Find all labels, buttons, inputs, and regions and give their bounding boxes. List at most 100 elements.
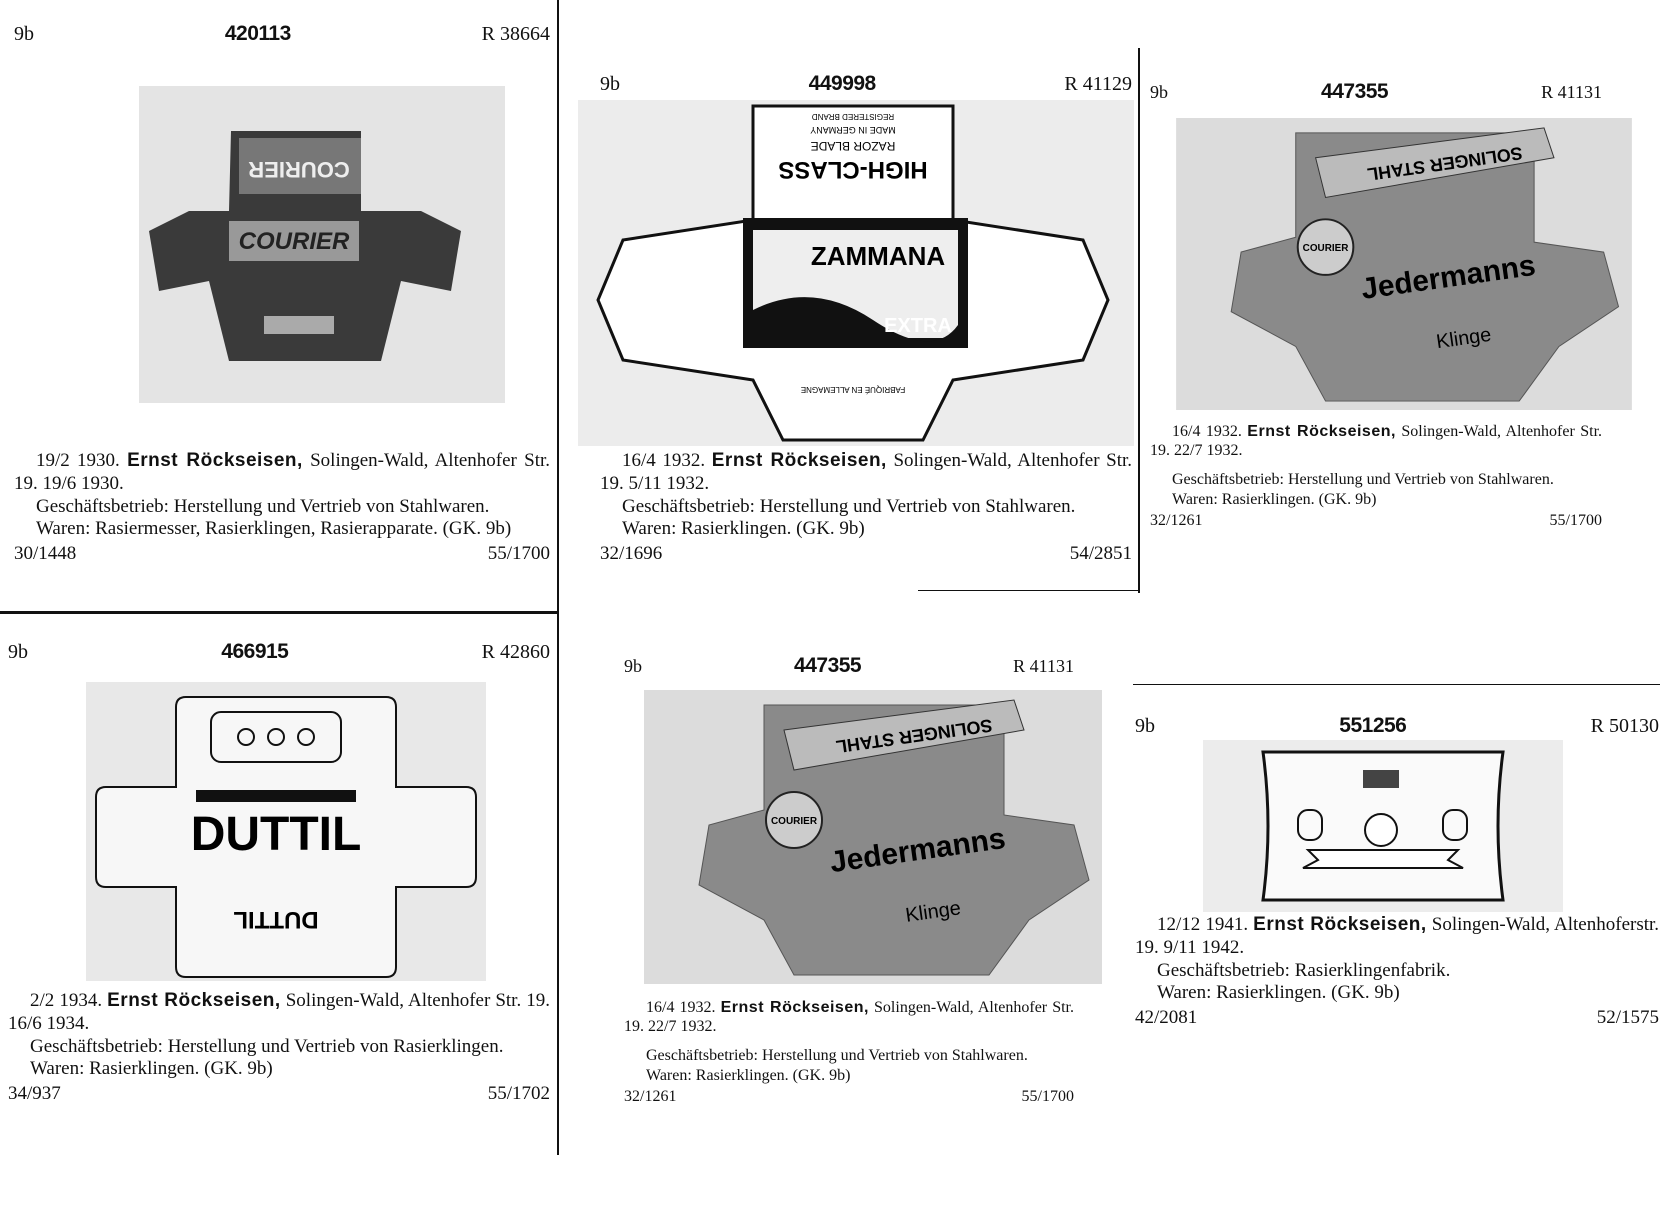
business-description: Geschäftsbetrieb: Herstellung und Vertri… [1172, 471, 1554, 489]
logo-text: DUTTIL [233, 906, 318, 933]
logo-text: ZAMMANA [811, 241, 946, 271]
file-ref-left: 32/1261 [624, 1087, 677, 1105]
horizontal-divider-left [0, 611, 559, 614]
vertical-divider-left [557, 0, 559, 1155]
registration-number: 420113 [224, 22, 291, 45]
logo-text: COURIER [1303, 243, 1349, 254]
registration-number: 466915 [221, 640, 289, 663]
trademark-image: COURIER COURIER [139, 86, 505, 403]
entry-header: 9b 447355 R 41131 [1150, 80, 1602, 104]
owner-name: Ernst Röckseisen, [1247, 423, 1396, 440]
class-label: 9b [600, 73, 620, 95]
publication-date: 9/11 1942. [1163, 936, 1245, 958]
file-ref-left: 42/2081 [1135, 1007, 1198, 1029]
short-rule-middle [918, 590, 1138, 591]
file-references: 30/1448 55/1700 [14, 543, 550, 566]
class-label: 9b [1150, 82, 1168, 102]
entry-text: 2/2 1934. Ernst Röckseisen, Solingen-Wal… [8, 990, 550, 1106]
applicant-paragraph: 12/12 1941. Ernst Röckseisen, Solingen-W… [1135, 914, 1659, 960]
trademark-entry: 9b 420113 R 38664 COURIER COURIER 19/2 19… [14, 22, 550, 564]
roll-number: R 41131 [1013, 656, 1074, 676]
owner-name: Ernst Röckseisen, [1253, 914, 1427, 935]
entry-header: 9b 466915 R 42860 [8, 640, 550, 664]
registration-number: 447355 [794, 654, 862, 677]
roll-number: R 42860 [481, 641, 550, 663]
address: Solingen-Wald, Altenhofer Str. 19. [285, 990, 550, 1011]
class-label: 9b [14, 23, 34, 45]
file-ref-right: 55/1702 [487, 1083, 550, 1105]
logo-text: COURIER [771, 816, 818, 827]
file-ref-right: 55/1700 [487, 543, 550, 565]
class-label: 9b [624, 656, 642, 676]
publication-date: 5/11 1932. [628, 472, 710, 494]
business-description: Geschäftsbetrieb: Herstellung und Vertri… [36, 495, 490, 517]
publication-date: 16/6 1934. [8, 1012, 90, 1034]
logo-text: REGISTERED BRAND [812, 112, 894, 121]
trademark-image: HIGH-CLASS RAZOR BLADE MADE IN GERMANY REGI… [578, 100, 1134, 446]
file-ref-left: 32/1696 [600, 543, 663, 565]
owner-name: Ernst Röckseisen, [711, 450, 887, 471]
address: Solingen-Wald, Altenhofer Str. 19. [600, 450, 1133, 494]
file-ref-right: 55/1700 [1021, 1087, 1074, 1105]
logo-text: RAZOR BLADE [811, 139, 896, 153]
trademark-entry: 9b 449998 R 41129 HIGH-CLASS RAZOR BLADE M… [578, 72, 1134, 572]
roll-number: R 41131 [1541, 82, 1602, 102]
goods-description: Waren: Rasiermesser, Rasierklingen, Rasi… [36, 518, 512, 540]
registration-number: 449998 [808, 72, 877, 95]
owner-name: Ernst Röckseisen, [127, 450, 303, 471]
entry-text: 12/12 1941. Ernst Röckseisen, Solingen-W… [1135, 914, 1659, 1030]
logo-text: COURIER [248, 157, 350, 182]
business-description: Geschäftsbetrieb: Herstellung und Vertri… [646, 1047, 1028, 1065]
logo-text: HIGH-CLASS [778, 156, 927, 183]
class-label: 9b [8, 641, 28, 663]
entry-text: 16/4 1932. Ernst Röckseisen, Solingen-Wa… [600, 450, 1132, 566]
goods-description: Waren: Rasierklingen. (GK. 9b) [1172, 490, 1377, 508]
file-references: 34/937 55/1702 [8, 1083, 550, 1106]
applicant-paragraph: 2/2 1934. Ernst Röckseisen, Solingen-Wal… [8, 990, 550, 1036]
entry-header: 9b 420113 R 38664 [14, 22, 550, 46]
filing-date: 12/12 1941. [1157, 914, 1249, 935]
entry-text: 16/4 1932. Ernst Röckseisen, Solingen-Wa… [624, 998, 1074, 1106]
logo-text: EXTRA [884, 315, 952, 337]
file-ref-right: 55/1700 [1549, 511, 1602, 529]
filing-date: 19/2 1930. [36, 450, 120, 471]
filing-date: 16/4 1932. [622, 450, 706, 471]
applicant-paragraph: 16/4 1932. Ernst Röckseisen, Solingen-Wa… [600, 450, 1132, 496]
entry-header: 9b 551256 R 50130 [1135, 714, 1659, 738]
filing-date: 16/4 1932. [646, 999, 716, 1016]
entry-header: 9b 449998 R 41129 [600, 72, 1132, 96]
business-description: Geschäftsbetrieb: Rasierklingenfabrik. [1157, 959, 1451, 981]
file-references: 32/1261 55/1700 [624, 1087, 1074, 1106]
applicant-paragraph: 16/4 1932. Ernst Röckseisen, Solingen-Wa… [624, 998, 1074, 1036]
owner-name: Ernst Röckseisen, [720, 999, 869, 1016]
publication-date: 22/7 1932. [1174, 442, 1243, 460]
trademark-entry: 9b 551256 R 50130 12/12 1941. Ernst Röck… [1135, 714, 1659, 1214]
logo-text: FABRIQUÉ EN ALLEMAGNE [801, 385, 905, 394]
filing-date: 16/4 1932. [1172, 423, 1242, 440]
goods-description: Waren: Rasierklingen. (GK. 9b) [646, 1066, 851, 1084]
vertical-divider-right [1138, 48, 1140, 593]
address: Solingen-Wald, Altenhoferstr. 19. [1135, 914, 1660, 958]
owner-name: Ernst Röckseisen, [107, 990, 281, 1011]
logo-text: MADE IN GERMANY [810, 125, 896, 135]
registration-number: 551256 [1339, 714, 1407, 737]
address: Solingen-Wald, Altenhofer Str. 19. [14, 450, 551, 494]
horizontal-divider-right [1133, 684, 1660, 685]
file-ref-left: 34/937 [8, 1083, 61, 1105]
address: Solingen-Wald, Altenhofer Str. 19. [1150, 423, 1603, 460]
applicant-paragraph: 19/2 1930. Ernst Röckseisen, Solingen-Wa… [14, 450, 550, 496]
goods-description: Waren: Rasierklingen. (GK. 9b) [30, 1058, 273, 1080]
file-ref-right: 54/2851 [1069, 543, 1132, 565]
entry-text: 19/2 1930. Ernst Röckseisen, Solingen-Wa… [14, 450, 550, 566]
logo-text: COURIER [239, 228, 350, 255]
publication-date: 22/7 1932. [648, 1018, 717, 1036]
file-ref-left: 30/1448 [14, 543, 77, 565]
file-references: 32/1696 54/2851 [600, 543, 1132, 566]
entry-text: 16/4 1932. Ernst Röckseisen, Solingen-Wa… [1150, 422, 1602, 530]
